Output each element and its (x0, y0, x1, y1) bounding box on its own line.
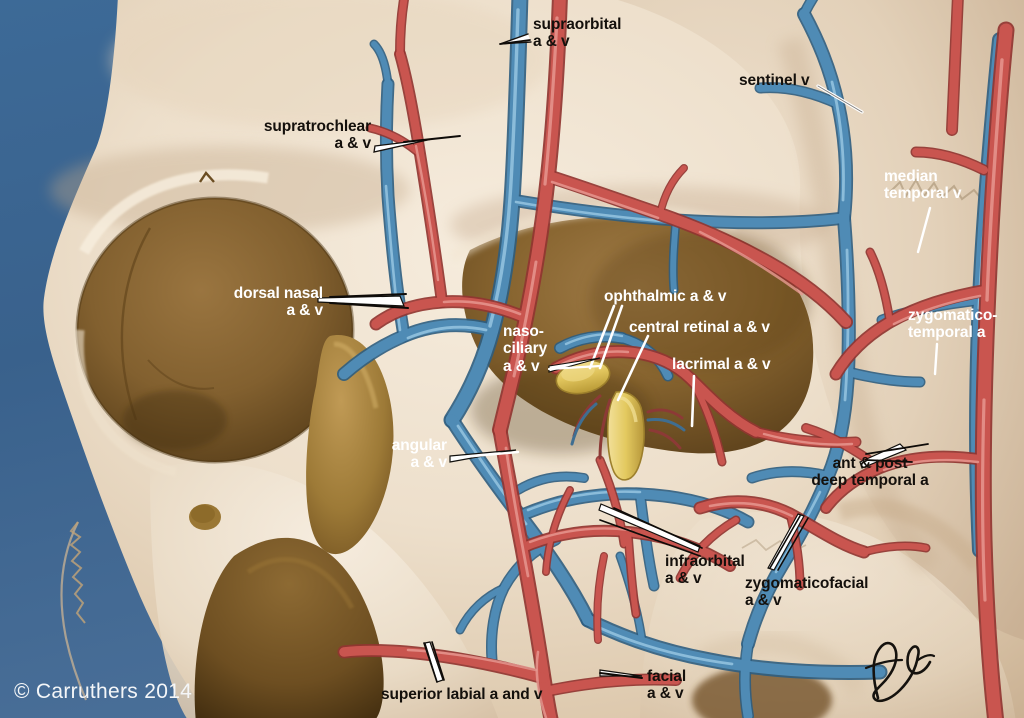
vein-ophthalmic (555, 331, 627, 353)
leader-zygomaticotemporal (933, 342, 939, 376)
label-central-retinal: central retinal a & v (629, 319, 770, 336)
leader-lacrimal (690, 374, 696, 428)
vein-supraorbital (445, 0, 527, 427)
supraorbital-notch (199, 171, 215, 183)
artery-frontal-branch (542, 170, 852, 328)
label-supraorbital: supraorbital a & v (533, 16, 622, 51)
artery-angular-facial (494, 424, 558, 718)
label-median-temporal-v: median temporal v (884, 168, 962, 203)
leader-deep-temporal (859, 443, 929, 469)
leader-sentinel-v (816, 84, 864, 114)
artery-facial (547, 674, 681, 695)
vein-sentinel-branch (756, 83, 842, 108)
label-nasociliary: naso- ciliary a & v (503, 323, 548, 375)
label-superior-labial: superior labial a and v (381, 686, 543, 703)
label-lacrimal: lacrimal a & v (672, 356, 771, 373)
squamous-suture (889, 177, 999, 204)
copyright-notice: © Carruthers 2014 (14, 680, 193, 703)
leader-lines (317, 33, 939, 683)
leader-angular (449, 449, 520, 463)
leader-supratrochlear (373, 135, 461, 153)
leader-supraorbital (499, 33, 532, 45)
dark-cavity (692, 666, 832, 718)
vasculature (337, 0, 1015, 718)
label-dorsal-nasal: dorsal nasal a & v (233, 285, 323, 320)
leader-nasociliary (547, 357, 602, 373)
leader-facial (599, 669, 643, 679)
artery-superior-labial (339, 645, 549, 683)
label-facial: facial a & v (647, 668, 687, 703)
optic-nerve-trunk (606, 390, 645, 481)
leader-central-retinal (616, 334, 650, 402)
arteries (337, 0, 1015, 718)
label-infraorbital: infraorbital a & v (665, 553, 745, 588)
label-sentinel-v: sentinel v (739, 72, 810, 89)
leader-zygomaticofacial (767, 513, 809, 571)
label-angular: angular a & v (391, 437, 447, 472)
zygomaticomaxillary-suture (60, 521, 88, 701)
label-zygomaticofacial: zygomaticofacial a & v (745, 575, 869, 610)
leader-superior-labial (423, 641, 445, 683)
label-supratrochlear: supratrochlear a & v (263, 118, 371, 153)
label-deep-temporal: ant & post deep temporal a (811, 455, 929, 490)
leader-ophthalmic (588, 304, 624, 370)
leader-infraorbital (598, 503, 703, 557)
leader-median-temporal-v (916, 206, 932, 254)
label-ophthalmic: ophthalmic a & v (604, 288, 727, 305)
leader-dorsal-nasal (317, 293, 409, 309)
artist-signature (864, 641, 936, 703)
label-zygomaticotemporal: zygomatico- temporal a (908, 307, 998, 342)
